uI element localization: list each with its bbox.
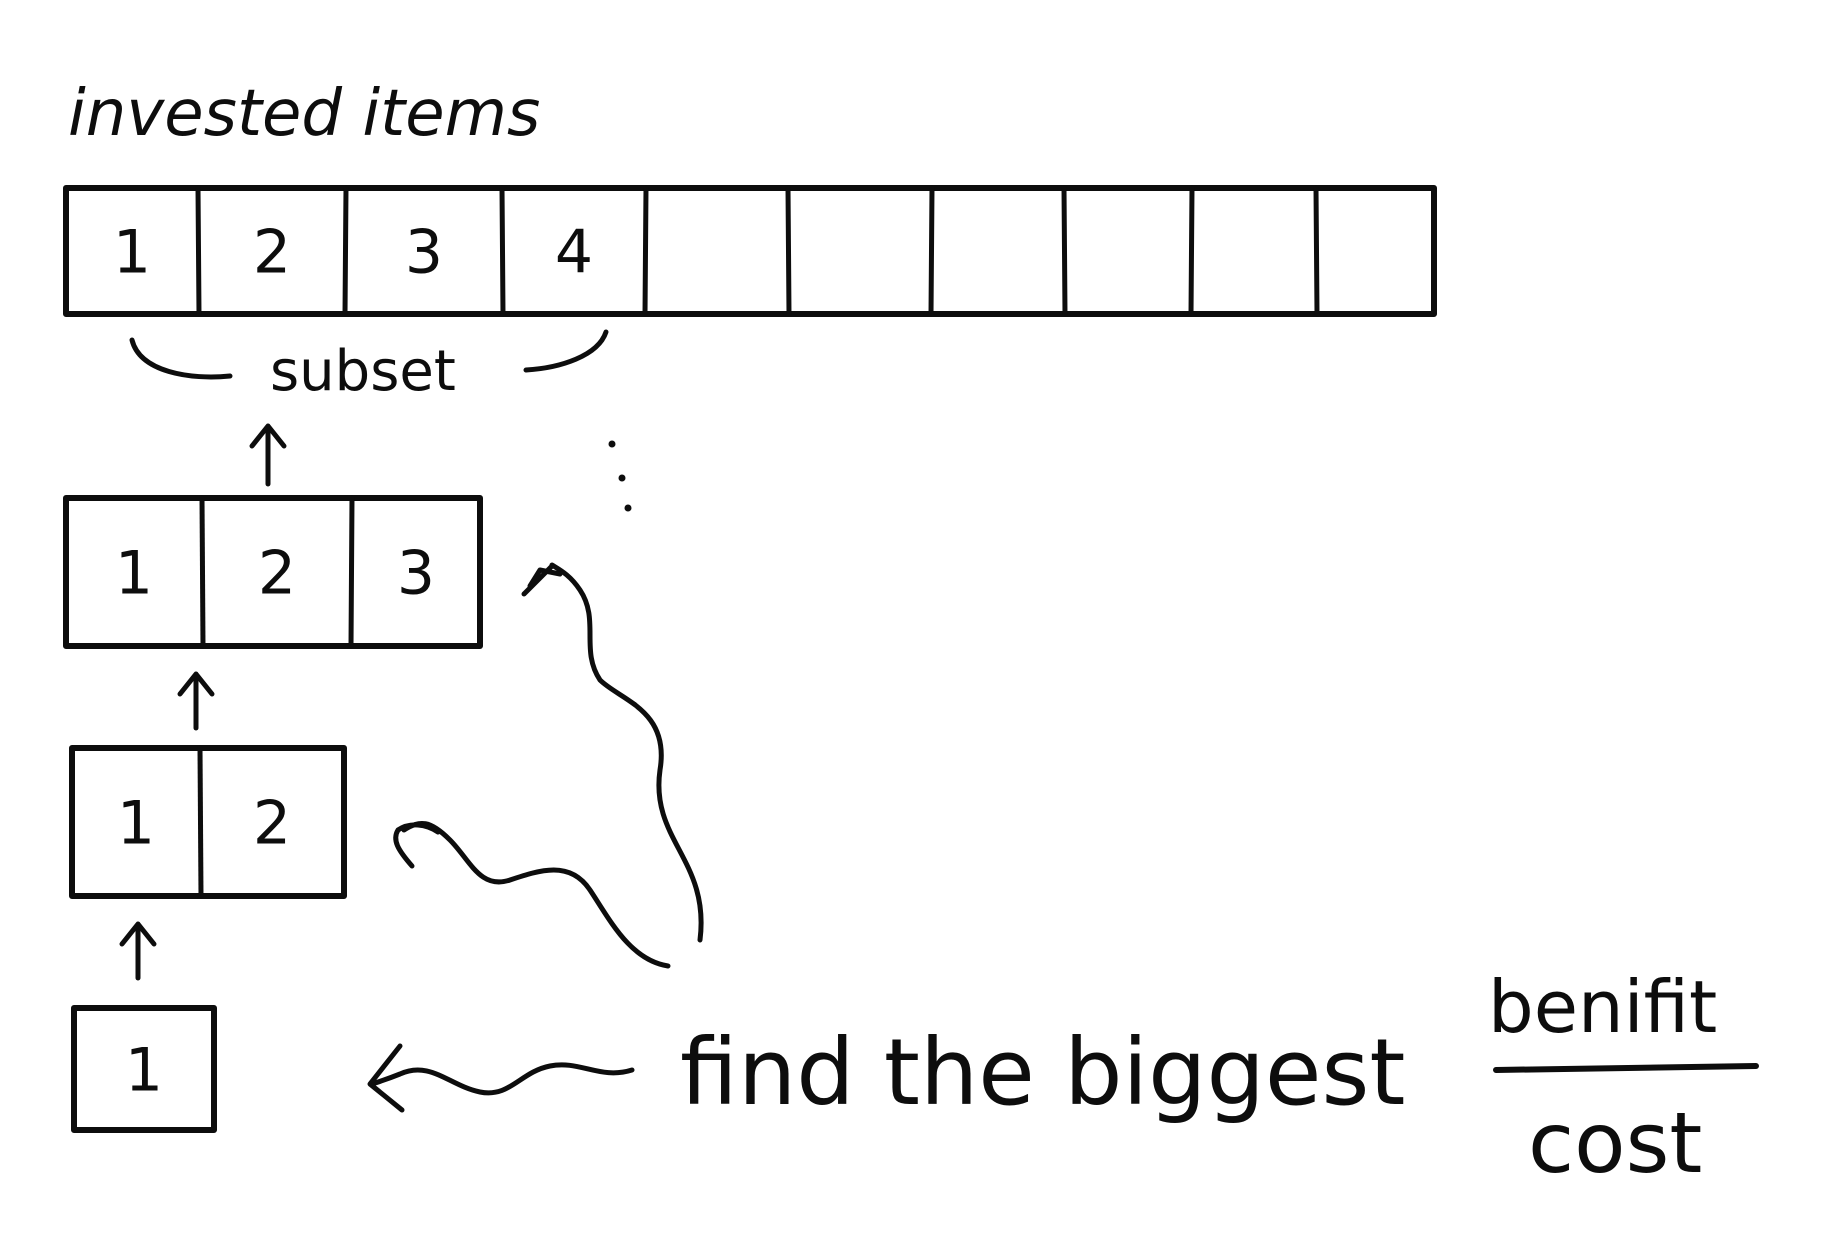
cell-divider [1313, 185, 1320, 317]
cell-divider [928, 185, 935, 317]
cell-divider [342, 185, 349, 317]
cell-divider [1188, 185, 1195, 317]
cell-divider [1061, 185, 1068, 317]
main-cell-3: 3 [405, 218, 443, 288]
subset-label: subset [270, 339, 456, 404]
benefit-cost-fraction: benifit cost [1488, 965, 1759, 1192]
ellipsis-dots [608, 440, 632, 512]
diagram-title: invested items [68, 77, 540, 151]
cell-divider [199, 495, 206, 649]
annotation-text: find the biggest [680, 1019, 1406, 1126]
up-arrow-3 [119, 921, 157, 981]
cell-divider [785, 185, 792, 317]
main-cell-4: 4 [555, 218, 593, 288]
step1-cell-1: 1 [125, 1036, 163, 1106]
subset-brace: subset [129, 329, 609, 404]
step3-cell-3: 3 [397, 539, 435, 609]
cell-divider [348, 495, 355, 649]
cell-divider [195, 185, 202, 317]
wavy-arrow-to-step-1 [367, 1043, 635, 1113]
cell-divider [642, 185, 649, 317]
cell-divider [197, 745, 204, 899]
step2-cell-2: 2 [253, 789, 291, 859]
invested-items-row: 1 2 3 4 [63, 185, 1437, 317]
step-row-3: 1 2 3 [63, 495, 483, 649]
step3-cell-2: 2 [258, 539, 296, 609]
step-row-1: 1 [71, 1005, 217, 1133]
wavy-arrow-to-step-2 [393, 820, 671, 969]
step3-cell-1: 1 [115, 539, 153, 609]
up-arrow-2 [177, 671, 215, 731]
main-cell-1: 1 [113, 218, 151, 288]
fraction-numerator: benifit [1488, 965, 1717, 1049]
main-cell-2: 2 [253, 218, 291, 288]
fraction-denominator: cost [1528, 1094, 1702, 1192]
cell-divider [499, 185, 506, 317]
up-arrow-1 [249, 423, 287, 487]
wavy-arrow-to-step-3 [521, 562, 704, 943]
step2-cell-1: 1 [117, 789, 155, 859]
